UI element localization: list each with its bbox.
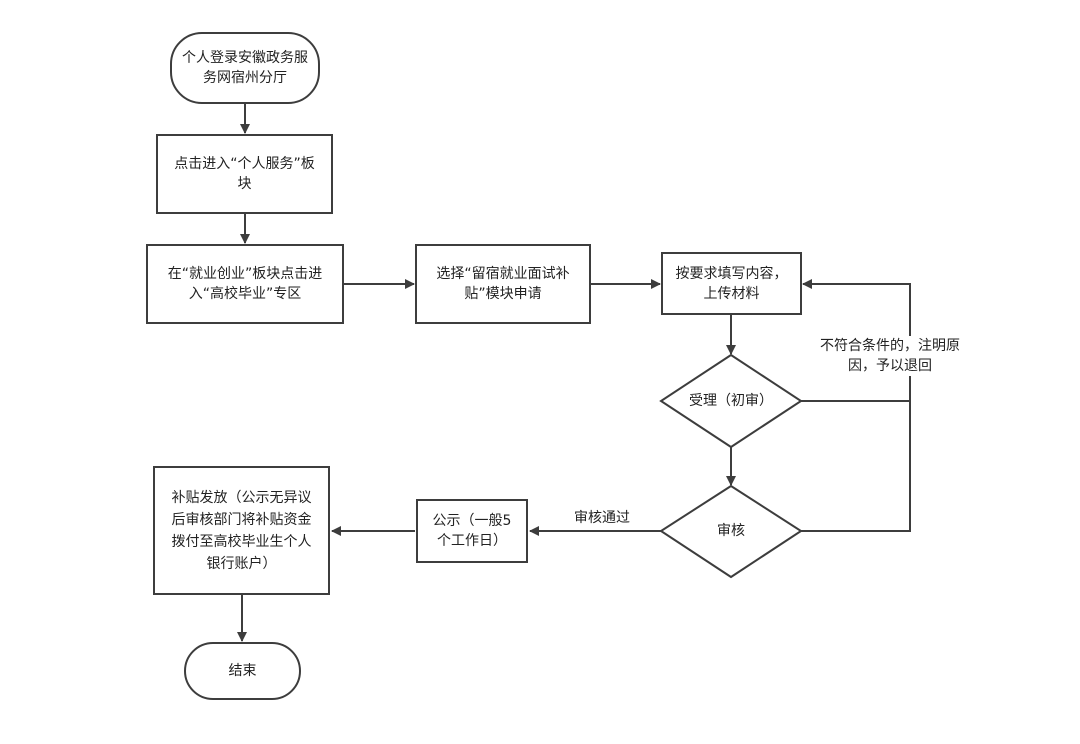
personal-service-label: 点击进入“个人服务”板块 — [174, 156, 315, 192]
employment-node: 在“就业创业”板块点击进入“高校毕业”专区 — [146, 244, 344, 324]
select-module-label: 选择“留宿就业面试补贴”模块申请 — [436, 266, 570, 302]
fill-form-label: 按要求填写内容，上传材料 — [675, 265, 788, 302]
accept-decision-diamond — [659, 353, 803, 449]
disburse-label: 补贴发放（公示无异议后审核部门将补贴资金拨付至高校毕业生个人银行账户） — [171, 489, 312, 572]
select-module-node: 选择“留宿就业面试补贴”模块申请 — [415, 244, 591, 324]
accept-decision-label: 受理（初审） — [689, 393, 773, 409]
start-node: 个人登录安徽政务服务网宿州分厅 — [170, 32, 320, 104]
review-decision-diamond — [659, 484, 803, 579]
publicize-label: 公示（一般5个工作日） — [432, 513, 512, 549]
publicize-node: 公示（一般5个工作日） — [416, 499, 528, 563]
employment-label: 在“就业创业”板块点击进入“高校毕业”专区 — [167, 266, 323, 302]
end-label: 结束 — [228, 663, 257, 679]
end-node: 结束 — [184, 642, 301, 700]
edge-review-reject-loop — [801, 279, 911, 532]
review-decision-label: 审核 — [717, 523, 745, 539]
disburse-node: 补贴发放（公示无异议后审核部门将补贴资金拨付至高校毕业生个人银行账户） — [153, 466, 330, 595]
fill-form-node: 按要求填写内容，上传材料 — [661, 252, 802, 315]
passed-edge-label: 审核通过 — [574, 510, 630, 526]
start-label: 个人登录安徽政务服务网宿州分厅 — [182, 50, 308, 86]
rejected-edge-label: 不符合条件的，注明原因，予以退回 — [810, 336, 970, 376]
personal-service-node: 点击进入“个人服务”板块 — [156, 134, 333, 214]
